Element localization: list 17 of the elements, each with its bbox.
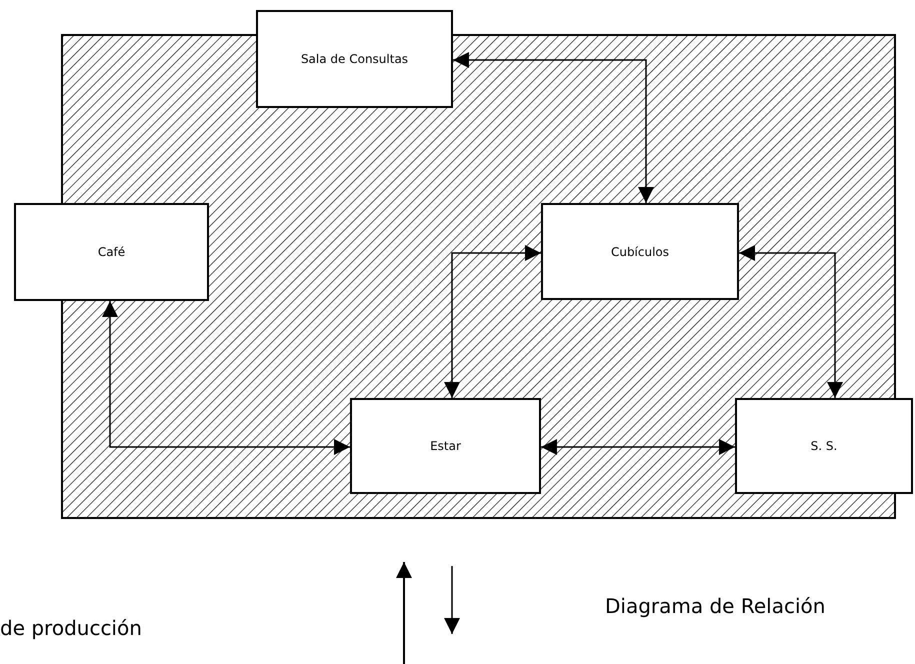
- room-box: [350, 398, 541, 494]
- room-label: Cubículos: [610, 244, 670, 258]
- caption-text: Diagrama de Relación: [605, 594, 826, 618]
- connector-arrow: [102, 301, 350, 455]
- room-label: S. S.: [810, 439, 838, 453]
- connector-arrow: [453, 52, 654, 203]
- room-box: [256, 10, 453, 108]
- room-box: [735, 398, 913, 494]
- connector-arrow: [739, 245, 843, 398]
- connector-arrow: [444, 245, 541, 398]
- caption-text: de producción: [0, 616, 142, 640]
- room-label: Sala de Consultas: [300, 52, 408, 66]
- room-box: [541, 203, 739, 300]
- connector-arrow: [541, 439, 735, 455]
- room-label: Café: [98, 245, 126, 259]
- room-label: Estar: [430, 439, 461, 453]
- room-box: [14, 203, 209, 301]
